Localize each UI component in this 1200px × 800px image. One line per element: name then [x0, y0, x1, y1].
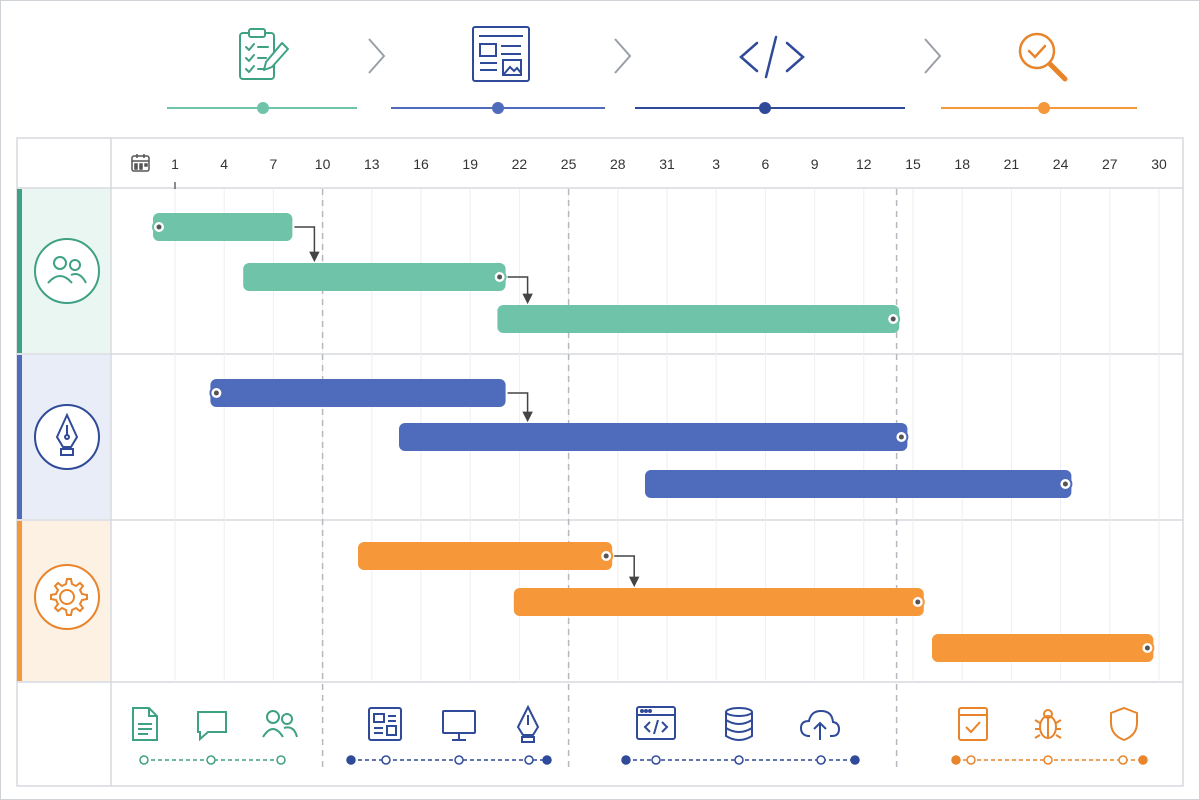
tick-label: 3	[712, 156, 720, 172]
tick-label: 15	[905, 156, 921, 172]
footer-milestone	[524, 755, 534, 765]
document-icon	[132, 707, 158, 741]
phase-planning	[167, 28, 357, 114]
tick-label: 9	[811, 156, 819, 172]
code-brackets-icon	[739, 35, 805, 79]
dependency-arrow	[614, 555, 640, 588]
magnifier-check-icon	[1018, 32, 1068, 82]
footer-milestone	[651, 755, 661, 765]
tick-label: 21	[1004, 156, 1020, 172]
users-icon	[262, 710, 298, 738]
phase-development	[635, 35, 905, 114]
chat-bubble-icon	[197, 711, 227, 742]
footer-milestone	[276, 755, 286, 765]
chevron-right-icon	[614, 38, 632, 74]
task-bar[interactable]	[399, 423, 909, 451]
tick-label: 31	[659, 156, 675, 172]
footer-milestone	[816, 755, 826, 765]
footer-milestone	[542, 755, 552, 765]
task-bar[interactable]	[209, 379, 506, 407]
footer-milestone	[206, 755, 216, 765]
footer-milestone	[1043, 755, 1053, 765]
row-labels	[17, 189, 110, 681]
tick-label: 4	[220, 156, 228, 172]
database-icon	[725, 707, 753, 741]
row-label-design	[17, 355, 110, 519]
tick-label: 12	[856, 156, 872, 172]
cloud-upload-icon	[799, 709, 841, 740]
calendar-icon	[131, 154, 150, 172]
dependency-arrows	[294, 226, 640, 588]
layout-document-icon	[368, 707, 402, 741]
row-label-engineering	[17, 521, 110, 681]
time-axis: 1 4 7 10 13 16 19 22 25 28 31 3 6 9 12 15 18 21 24 27 30	[131, 154, 1167, 189]
chevron-right-icon	[368, 38, 386, 74]
footer-milestone	[1138, 755, 1148, 765]
layout-document-icon	[472, 26, 530, 82]
tick-label: 7	[270, 156, 278, 172]
dependency-arrow	[507, 276, 533, 305]
footer-milestone	[454, 755, 464, 765]
tick-label: 18	[954, 156, 970, 172]
task-bar[interactable]	[243, 263, 507, 291]
tick-label: 16	[413, 156, 429, 172]
tick-label: 6	[762, 156, 770, 172]
users-icon	[47, 256, 87, 284]
monitor-icon	[442, 710, 476, 741]
tick-label: 13	[364, 156, 380, 172]
footer-milestone	[734, 755, 744, 765]
tick-label: 27	[1102, 156, 1118, 172]
tick-label: 25	[561, 156, 577, 172]
tick-label: 22	[512, 156, 528, 172]
footer-milestone	[621, 755, 631, 765]
gear-icon	[50, 578, 88, 616]
footer-milestone	[139, 755, 149, 765]
footer-milestone	[1118, 755, 1128, 765]
dependency-arrow	[507, 392, 533, 423]
task-bar[interactable]	[645, 470, 1073, 498]
pen-nib-icon	[55, 412, 79, 456]
code-window-icon	[636, 706, 676, 740]
clipboard-checklist-icon	[239, 28, 289, 80]
task-bars	[152, 213, 1155, 662]
footer-milestone	[966, 755, 976, 765]
task-bar[interactable]	[152, 213, 293, 241]
task-bar[interactable]	[932, 634, 1155, 662]
tick-label: 30	[1151, 156, 1167, 172]
task-bar[interactable]	[358, 542, 614, 570]
pen-nib-icon	[516, 704, 540, 743]
footer-milestone	[850, 755, 860, 765]
bug-icon	[1034, 709, 1062, 739]
phase-design	[391, 26, 605, 114]
chevron-right-icon	[924, 38, 942, 74]
row-label-team	[17, 189, 110, 353]
footer-deliverables	[132, 704, 1148, 765]
tick-label: 24	[1053, 156, 1069, 172]
tick-label: 28	[610, 156, 626, 172]
footer-milestone	[346, 755, 356, 765]
phase-testing	[941, 32, 1137, 114]
shield-icon	[1110, 706, 1138, 742]
footer-milestone	[951, 755, 961, 765]
checklist-icon	[958, 707, 988, 741]
tick-label: 1	[171, 156, 179, 172]
dependency-arrow	[294, 226, 320, 263]
task-bar[interactable]	[497, 305, 901, 333]
phase-header	[167, 26, 1137, 114]
tick-label: 10	[315, 156, 331, 172]
task-bar[interactable]	[513, 588, 925, 616]
footer-milestone	[381, 755, 391, 765]
tick-label: 19	[462, 156, 478, 172]
